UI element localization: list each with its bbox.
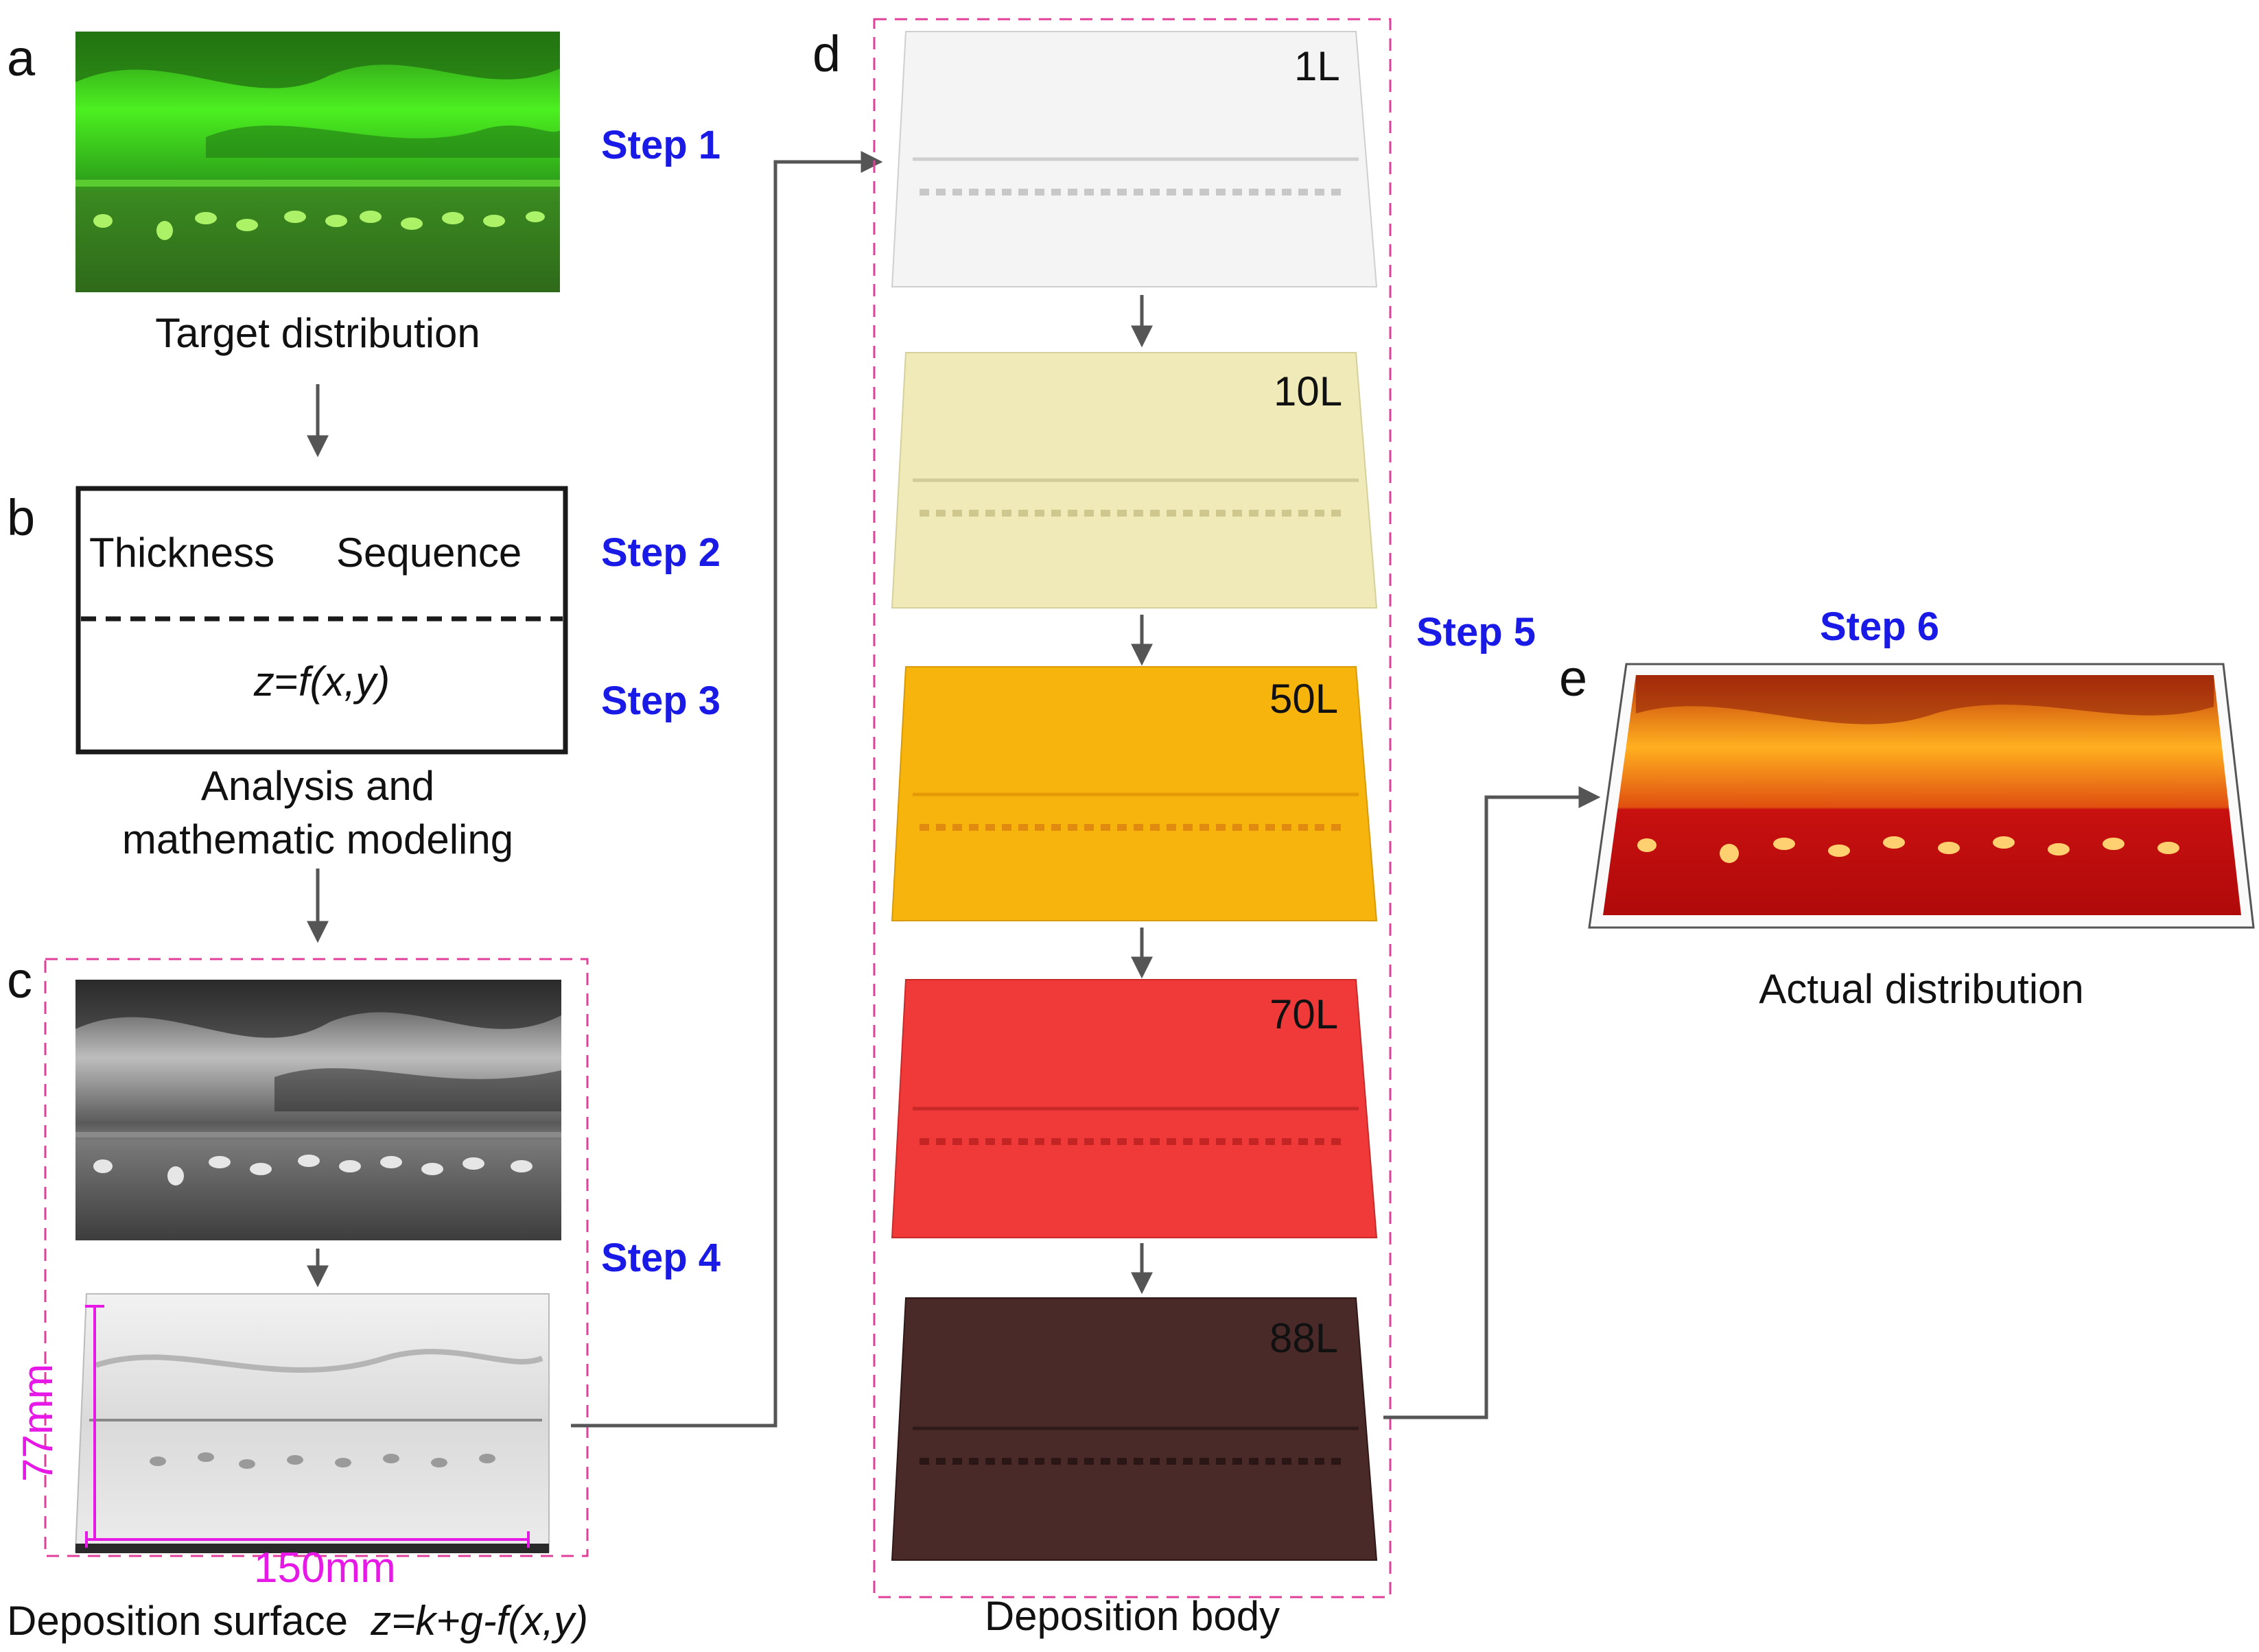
- step5-dashed-box: [873, 18, 1392, 1598]
- layer-70L-plate: [891, 979, 1378, 1238]
- panel-letter-b: b: [7, 489, 36, 546]
- thickness-label: Thickness: [89, 530, 275, 576]
- arrow-d-to-e: [1383, 786, 1601, 1419]
- deposition-body-caption: Deposition body: [984, 1593, 1280, 1639]
- layer-10L-plate: [891, 352, 1378, 609]
- target-distribution-image: [75, 32, 560, 292]
- layer-label-1L: 1L: [1294, 43, 1340, 89]
- arrow-c-to-d: [571, 151, 883, 1428]
- step-2-label: Step 2: [601, 530, 721, 575]
- analysis-caption-line1: Analysis and: [200, 763, 435, 809]
- layer-88L-plate: [891, 1297, 1378, 1561]
- actual-distribution-image: [1588, 663, 2255, 929]
- step-4-label: Step 4: [601, 1236, 721, 1280]
- analysis-caption-line2: mathematic modeling: [121, 816, 514, 862]
- panel-letter-c: c: [7, 952, 32, 1008]
- layer-50L-plate: [891, 666, 1378, 921]
- deposition-surface-image: [74, 1293, 550, 1553]
- panel-letter-d: d: [812, 25, 841, 82]
- layer-1L-plate: [891, 31, 1378, 287]
- layer-label-70L: 70L: [1269, 991, 1339, 1037]
- model-formula: z=f(x,y): [253, 659, 390, 705]
- panel-letter-a: a: [7, 30, 36, 86]
- layer-label-50L: 50L: [1269, 676, 1339, 722]
- deposition-surface-caption: Deposition surface z=k+g-f(x,y): [7, 1598, 589, 1644]
- width-dimension-label: 150mm: [254, 1544, 396, 1592]
- model-box: [75, 486, 568, 755]
- sequence-label: Sequence: [336, 530, 522, 576]
- actual-distribution-caption: Actual distribution: [1759, 966, 2084, 1012]
- step-1-label: Step 1: [601, 123, 721, 167]
- step-3-label: Step 3: [601, 678, 721, 723]
- height-dimension-label: 77mm: [14, 1363, 62, 1482]
- step4-dashed-box: [44, 958, 589, 1557]
- layer-label-88L: 88L: [1269, 1315, 1339, 1361]
- grayscale-image: [75, 980, 561, 1240]
- target-distribution-caption: Target distribution: [155, 310, 480, 356]
- panel-letter-e: e: [1559, 650, 1588, 707]
- step-6-label: Step 6: [1820, 604, 1940, 649]
- step-5-label: Step 5: [1416, 610, 1536, 654]
- layer-label-10L: 10L: [1274, 368, 1343, 414]
